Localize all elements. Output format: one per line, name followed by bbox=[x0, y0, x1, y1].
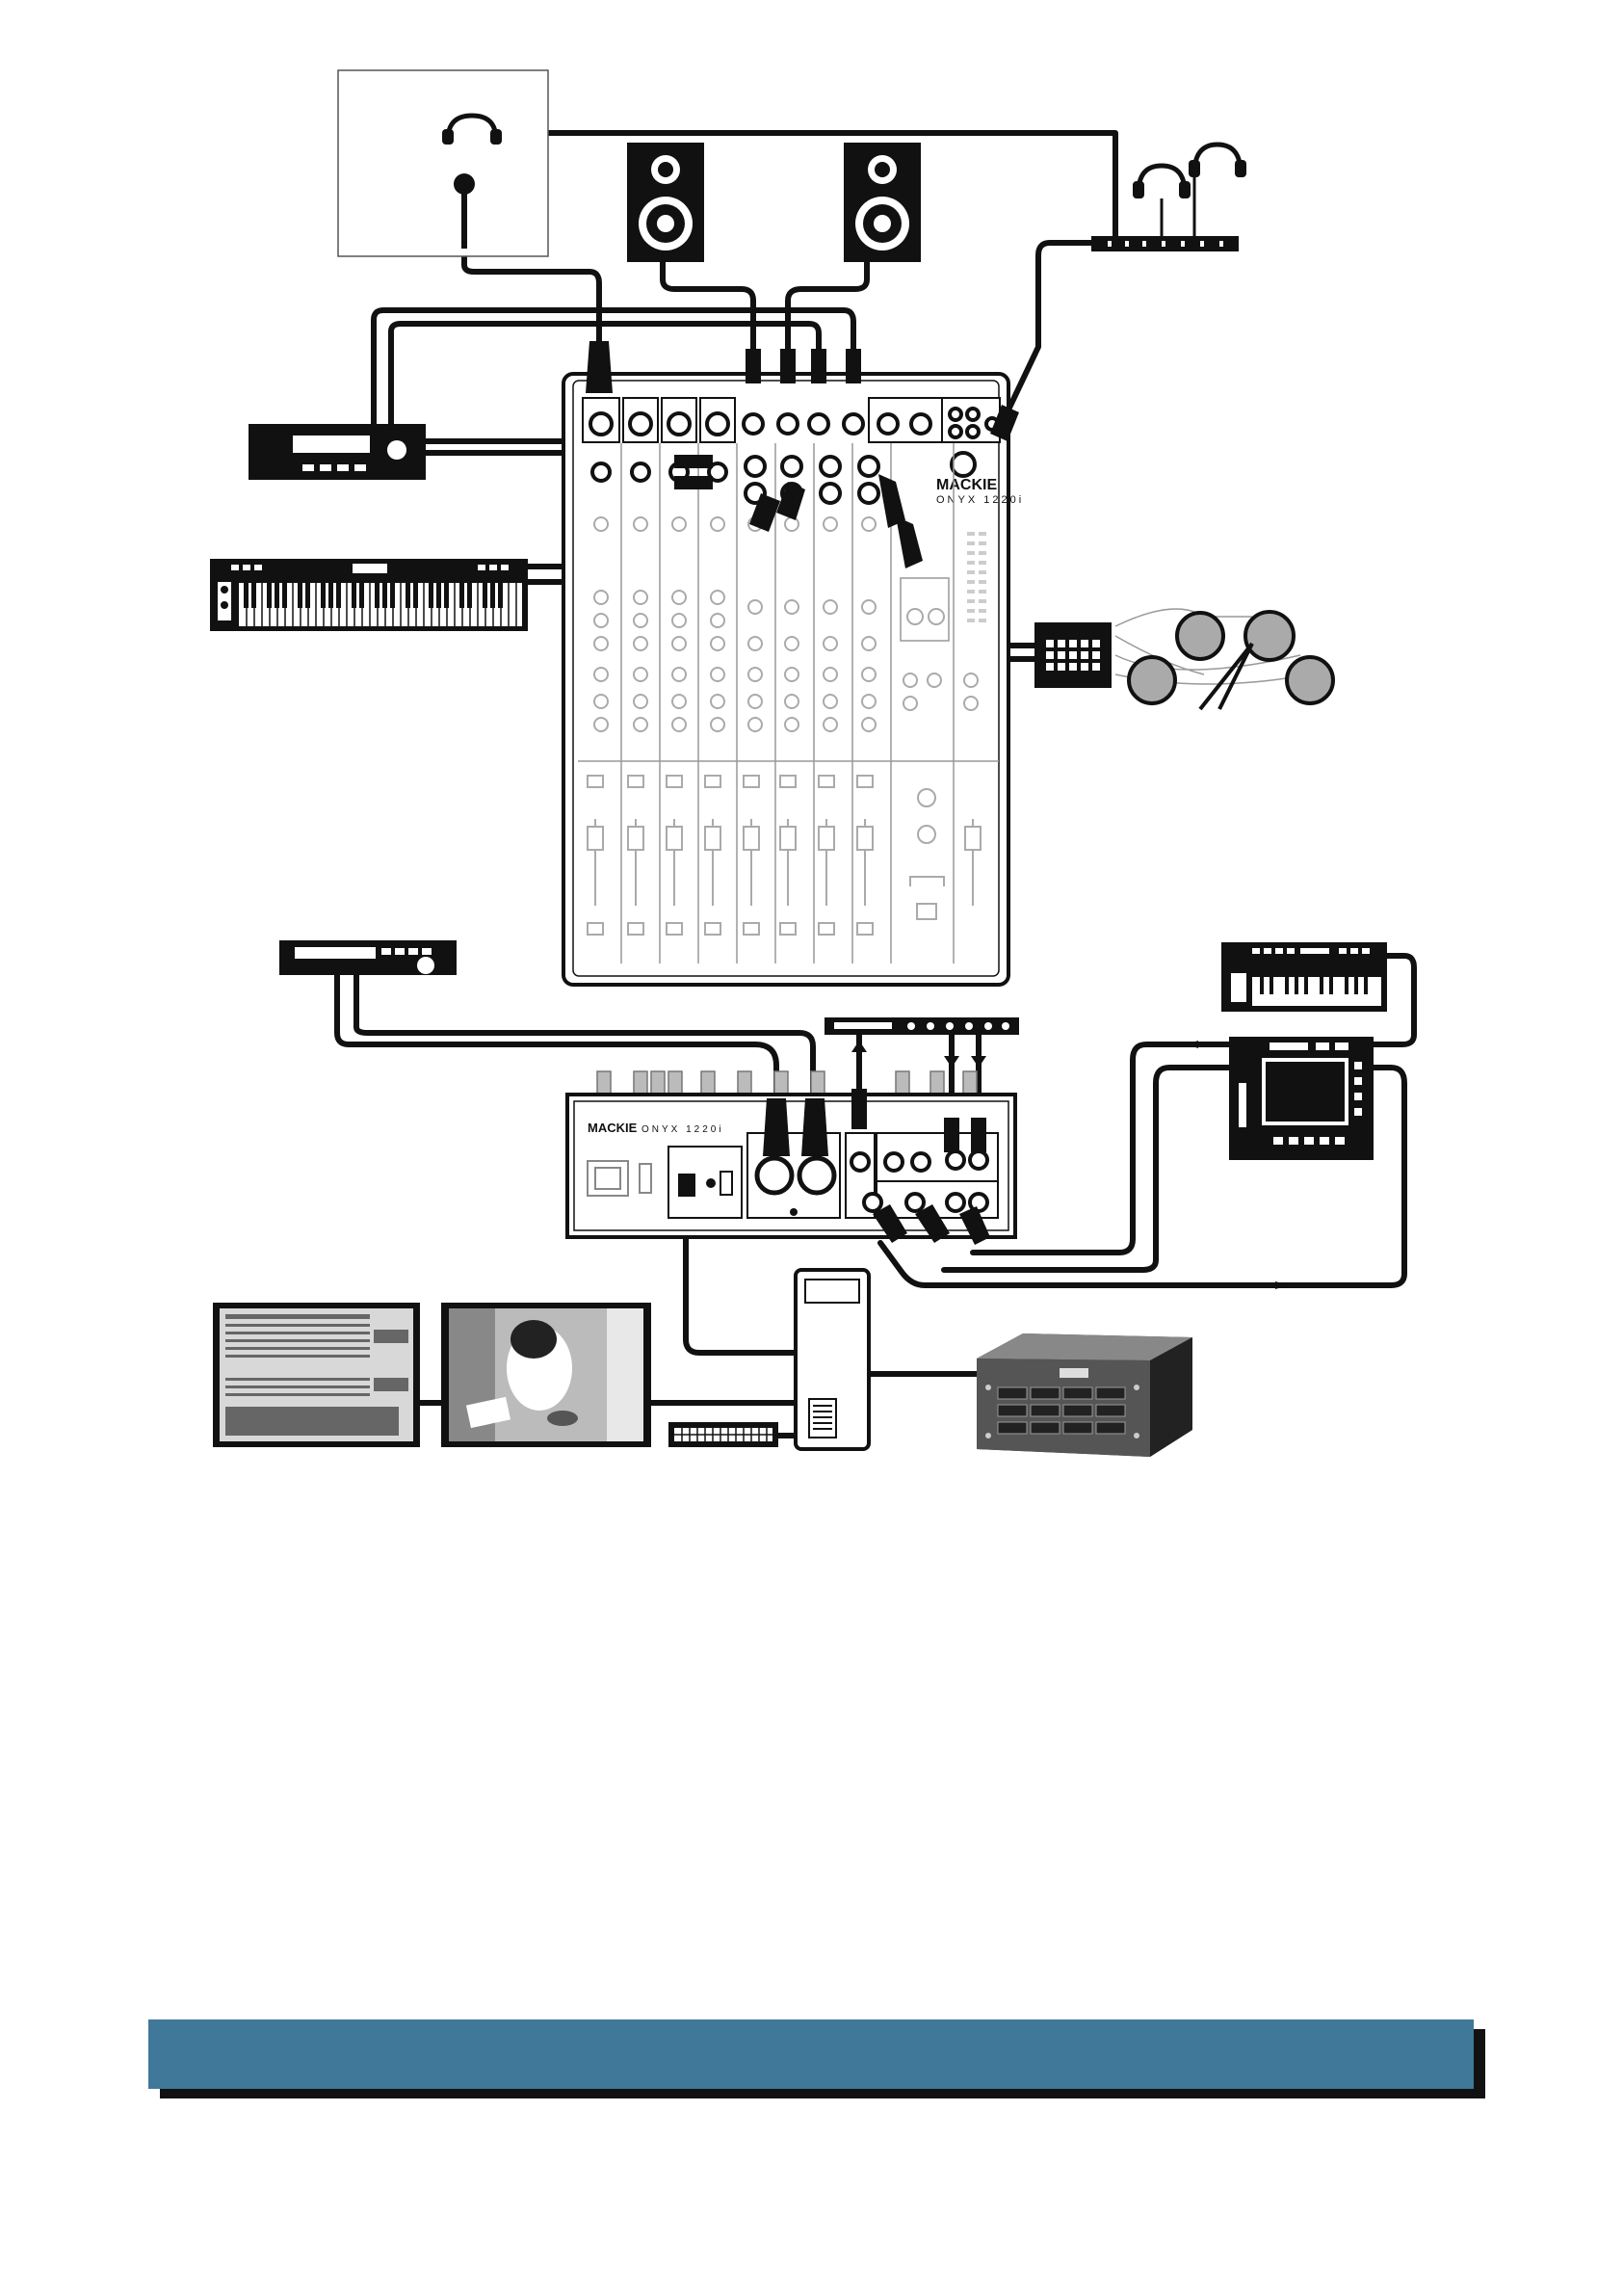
vocal-booth bbox=[338, 70, 548, 256]
drum-machine bbox=[1034, 622, 1112, 688]
rear-brand: MACKIE bbox=[588, 1121, 638, 1135]
mixer-rear-panel: MACKIE ONYX 1220i bbox=[567, 1071, 1015, 1237]
section-banner bbox=[148, 2019, 1474, 2089]
drum-pads bbox=[1129, 612, 1333, 709]
mixer-brand: MACKIE bbox=[936, 477, 997, 493]
patchbay bbox=[825, 1017, 1019, 1035]
mpc-sampler bbox=[1229, 1037, 1374, 1160]
cable-booth-headphones bbox=[486, 133, 1115, 243]
headphones-icon bbox=[1133, 145, 1246, 236]
storage-array bbox=[977, 1333, 1192, 1457]
mixer-top-panel: MACKIE ONYX 1220i bbox=[563, 374, 1024, 985]
effects-processor bbox=[249, 424, 426, 480]
computer-keyboard bbox=[668, 1422, 778, 1447]
mixer-model: ONYX 1220i bbox=[936, 494, 1024, 506]
cable-monitor-left bbox=[663, 262, 753, 352]
studio-monitor-right bbox=[844, 143, 921, 262]
headphone-amplifier bbox=[1091, 236, 1239, 251]
small-keyboard-controller bbox=[1221, 942, 1387, 1012]
cable-headphone-amp bbox=[1002, 243, 1098, 424]
keyboard-synth bbox=[210, 559, 528, 631]
rack-processor bbox=[279, 940, 457, 975]
rear-model: ONYX 1220i bbox=[641, 1124, 724, 1135]
computer-tower bbox=[796, 1270, 869, 1449]
studio-monitor-left bbox=[627, 143, 704, 262]
cable-microphone bbox=[464, 249, 599, 347]
daw-screen bbox=[213, 1303, 420, 1447]
video-screen bbox=[441, 1303, 651, 1447]
